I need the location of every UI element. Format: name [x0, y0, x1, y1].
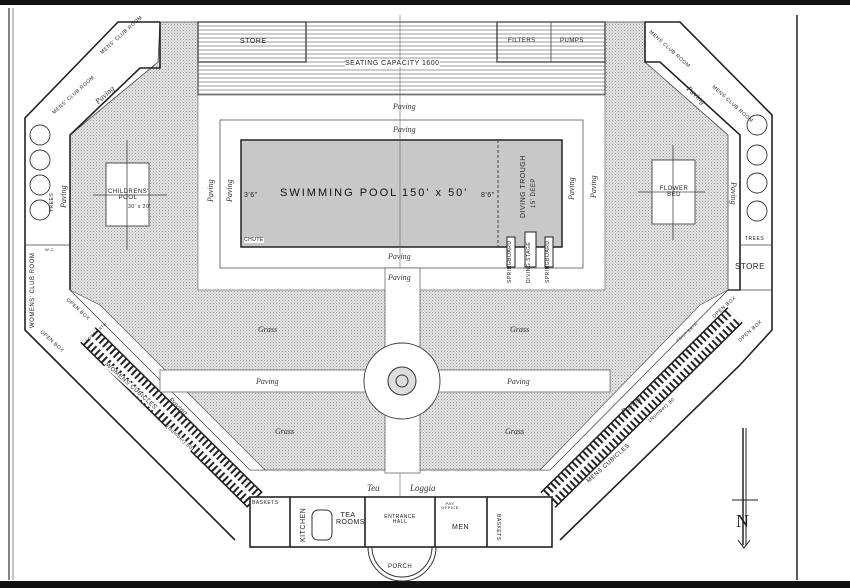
entrance-building [249, 496, 553, 582]
paving-label: Paving [225, 179, 234, 202]
childrens-pool-label: CHILDRENS' POOL [108, 189, 149, 201]
mid-depth: 8'6" [481, 192, 495, 199]
springboard-label: SPRINGBOARD [545, 240, 551, 283]
tea-label: Tea [367, 483, 380, 493]
paving-label: Paving [507, 377, 530, 386]
mens-cubicles [540, 307, 743, 508]
top-border [0, 0, 850, 5]
paving-band-right [539, 289, 729, 471]
paving-label: Paving [567, 177, 576, 200]
foot-bath-label: FOOT BATH [675, 321, 699, 343]
womens-cubicles-count: (Number) 80 [164, 424, 194, 452]
springboard-1 [506, 236, 516, 268]
store-room [197, 21, 307, 63]
north-label: N [736, 511, 750, 531]
pay-office-label: PAY OFFICE [441, 501, 459, 510]
paving-label: Paving [388, 273, 411, 282]
childrens-pool-size: 30' x 20' [128, 204, 151, 210]
mens-club-room-label: MENS' CLUB ROOM [99, 14, 144, 56]
trees-label: TREES [49, 192, 55, 212]
pumps-label: PUMPS [560, 38, 584, 44]
womens-cubicles-label: WOMENS CUBICLES [103, 362, 158, 412]
flower-bed-label: FLOWER BED [659, 186, 689, 198]
baskets-label: BASKETS [252, 500, 279, 506]
wc-label: W.C. [45, 247, 56, 252]
kitchen-label: KITCHEN [300, 507, 307, 542]
chute-label: CHUTE [244, 237, 264, 243]
diving-stage-label: DIVING STAGE [526, 241, 532, 283]
womens-cubicles [80, 327, 263, 508]
paving-label: Paving [393, 125, 416, 134]
paving-label: Paving [729, 182, 738, 205]
filters-label: FILTERS [508, 38, 536, 44]
grass-label: Grass [510, 325, 530, 334]
men-label: MEN [452, 524, 470, 531]
springboard-label: SPRINGBOARD [507, 240, 513, 283]
store-label: STORE [735, 262, 765, 271]
mens-cubicles-count: (Number) 80 [647, 396, 677, 424]
left-wing-inner-walls [69, 22, 161, 290]
left-wing-walls [24, 21, 236, 541]
paving-label: Paving [206, 179, 215, 202]
womens-club-room-label: WOMENS' CLUB ROOM [30, 252, 36, 328]
paving-label: Paving [59, 185, 68, 208]
trees-left [29, 124, 51, 221]
central-feature-inner [387, 366, 417, 396]
porch-label: PORCH [388, 564, 413, 570]
paving-label: Paving [166, 395, 190, 418]
grass-label: Grass [258, 325, 278, 334]
shallow-depth: 3'6" [244, 192, 258, 199]
foot-bath-label: FOOT BATH [84, 321, 108, 343]
bottom-border [0, 581, 850, 588]
childrens-pool [105, 162, 150, 227]
diving-depth-label: 15' DEEP [531, 178, 537, 208]
mens-club-room-label: MENS CLUB ROOM [647, 29, 692, 70]
paving-label: Paving [388, 252, 411, 261]
paving-label: Paving [393, 102, 416, 111]
store-label: STORE [240, 38, 267, 45]
open-box-label: OPEN BOX [711, 295, 738, 320]
right-wing-walls [559, 21, 773, 541]
trees-label: TREES [745, 236, 765, 242]
mens-cubicles-label: MENS CUBICLES [586, 442, 632, 485]
diving-stage [524, 231, 537, 268]
pool-size: 150' x 50' [402, 187, 469, 199]
trees-right [746, 114, 768, 222]
mens-club-room-label: MENS CLUB ROOM [710, 84, 755, 125]
paving-label: Paving [93, 84, 117, 106]
pool-name: SWIMMING POOL [280, 187, 399, 199]
baskets-label: BASKETS [495, 514, 501, 541]
paving-label: Paving [589, 175, 598, 198]
loggia-label: Loggia [410, 483, 436, 493]
open-box-label: OPEN BOX [38, 329, 66, 354]
central-feature-core [395, 374, 409, 388]
paving-label: Paving [684, 84, 708, 107]
tea-rooms-label: TEA ROOMS [336, 512, 365, 526]
diving-trough-label: DIVING TROUGH [520, 155, 527, 218]
open-box-label: OPEN BOX [737, 319, 764, 344]
paving-label: Paving [619, 394, 643, 416]
seating-capacity-label: SEATING CAPACITY 1600 [345, 60, 440, 67]
north-arrow [732, 428, 758, 549]
grass-label: Grass [275, 427, 295, 436]
mens-club-room-label: MENS' CLUB ROOM [51, 74, 96, 116]
springboard-2 [544, 236, 554, 268]
grass-label: Grass [505, 427, 525, 436]
entrance-hall-label: ENTRANCE HALL [384, 514, 416, 525]
paving-label: Paving [256, 377, 279, 386]
open-box-label: OPEN BOX [64, 297, 92, 322]
